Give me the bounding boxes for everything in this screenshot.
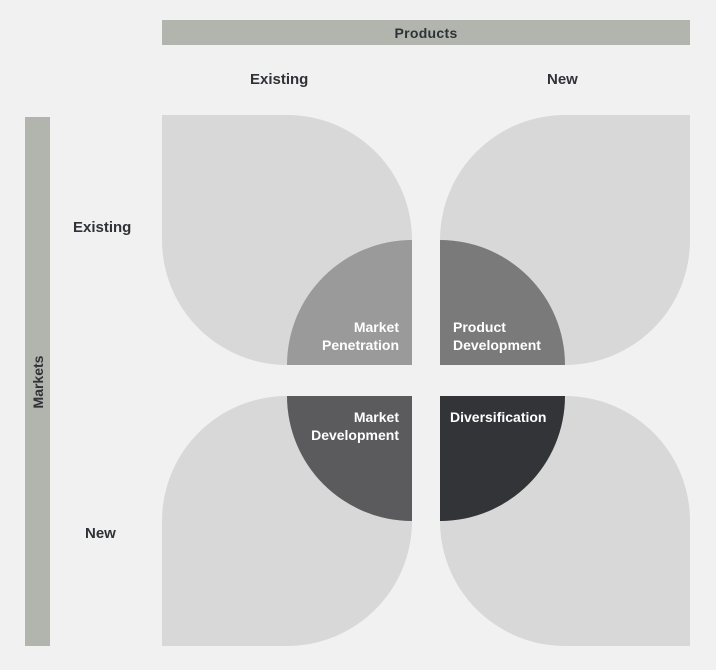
column-label-existing: Existing	[250, 71, 309, 88]
label-diversification-line1: Diversification	[450, 409, 547, 425]
label-market-penetration-line2: Penetration	[321, 337, 399, 353]
row-label-existing: Existing	[73, 219, 132, 236]
segment-diversification	[440, 396, 565, 521]
row-label-new: New	[85, 525, 116, 542]
label-market-penetration: Market Penetration	[322, 318, 399, 354]
label-diversification: Diversification	[450, 408, 546, 426]
segment-market-development	[287, 396, 412, 521]
label-product-development-line2: Development	[453, 337, 541, 353]
products-axis-title: Products	[394, 24, 458, 41]
label-market-development-line2: Development	[311, 427, 399, 443]
label-product-development-line1: Product	[453, 319, 506, 335]
label-market-development: Market Development	[311, 408, 399, 444]
markets-axis-bar: Markets	[25, 117, 50, 646]
label-market-penetration-line1: Market	[353, 319, 399, 335]
segment-product-development	[440, 240, 565, 365]
segment-market-penetration	[287, 240, 412, 365]
column-label-new: New	[547, 71, 578, 88]
label-product-development: Product Development	[453, 318, 541, 354]
label-market-development-line1: Market	[353, 409, 399, 425]
products-axis-bar: Products	[162, 20, 690, 45]
